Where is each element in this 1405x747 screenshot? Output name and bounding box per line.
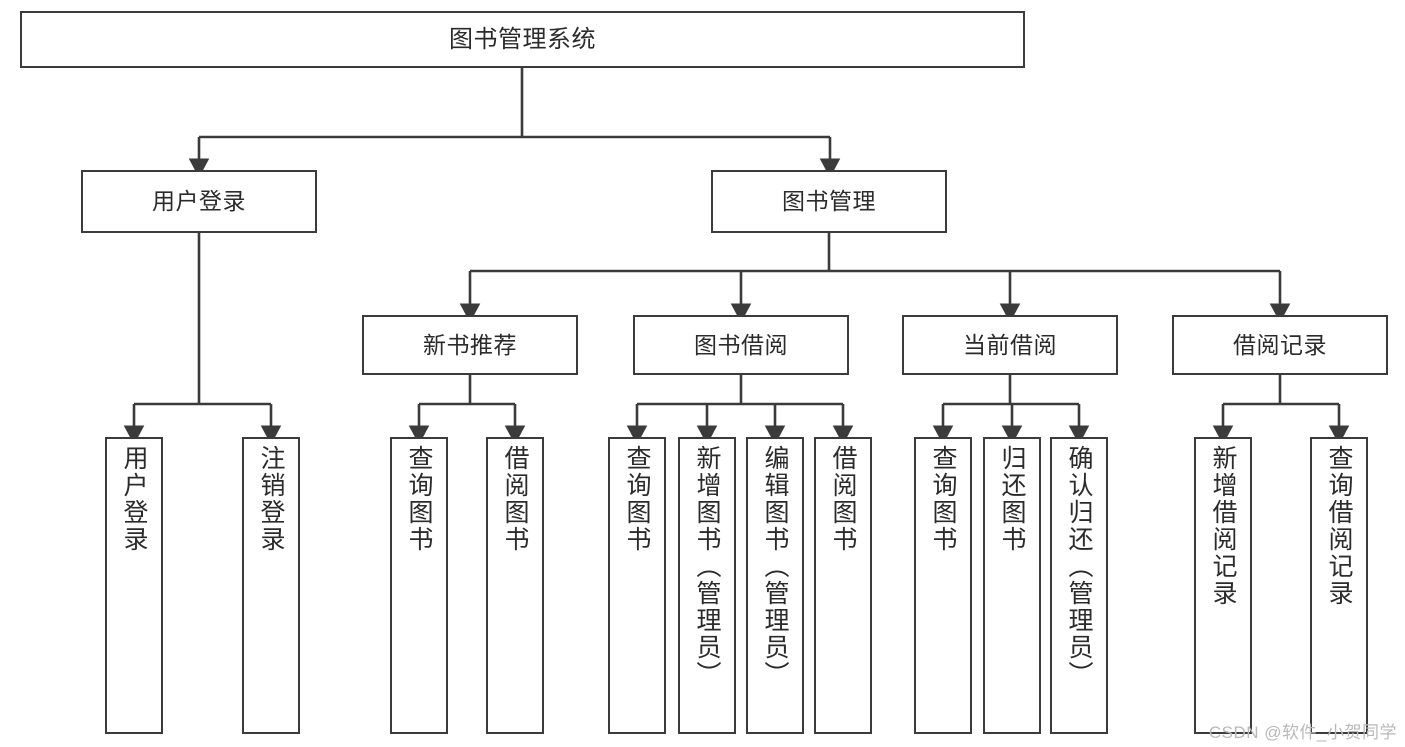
node-leaf-confirm-return[interactable]: 确认归还（管理员） bbox=[1050, 437, 1108, 734]
node-leaf-borrow-book-1[interactable]: 借阅图书 bbox=[486, 437, 544, 734]
node-leaf-query-book-2-label: 查询图书 bbox=[623, 445, 651, 553]
node-leaf-add-record[interactable]: 新增借阅记录 bbox=[1194, 437, 1252, 734]
node-leaf-logout[interactable]: 注销登录 bbox=[242, 437, 300, 734]
watermark: CSDN @软件_小贺同学 bbox=[1208, 723, 1397, 742]
node-leaf-borrow-book-1-label: 借阅图书 bbox=[501, 445, 529, 553]
node-root-label: 图书管理系统 bbox=[449, 25, 596, 53]
node-new-book-recommend-label: 新书推荐 bbox=[423, 331, 517, 358]
node-leaf-add-book-label: 新增图书（管理员） bbox=[693, 445, 721, 688]
node-leaf-edit-book[interactable]: 编辑图书（管理员） bbox=[746, 437, 804, 734]
node-new-book-recommend[interactable]: 新书推荐 bbox=[362, 315, 578, 375]
node-leaf-user-login[interactable]: 用户登录 bbox=[105, 437, 163, 734]
node-leaf-edit-book-label: 编辑图书（管理员） bbox=[761, 445, 789, 688]
node-book-borrow-label: 图书借阅 bbox=[694, 331, 788, 358]
node-current-borrow-label: 当前借阅 bbox=[963, 331, 1057, 358]
node-current-borrow[interactable]: 当前借阅 bbox=[902, 315, 1118, 375]
node-borrow-record[interactable]: 借阅记录 bbox=[1172, 315, 1388, 375]
node-book-management[interactable]: 图书管理 bbox=[711, 170, 947, 233]
node-leaf-add-book[interactable]: 新增图书（管理员） bbox=[678, 437, 736, 734]
node-leaf-query-book-1-label: 查询图书 bbox=[405, 445, 433, 553]
node-leaf-user-login-label: 用户登录 bbox=[120, 445, 148, 553]
node-leaf-query-book-3[interactable]: 查询图书 bbox=[914, 437, 972, 734]
node-user-login[interactable]: 用户登录 bbox=[81, 170, 317, 233]
node-book-management-label: 图书管理 bbox=[782, 188, 876, 215]
node-leaf-logout-label: 注销登录 bbox=[257, 445, 285, 553]
node-root[interactable]: 图书管理系统 bbox=[20, 11, 1025, 68]
node-leaf-confirm-return-label: 确认归还（管理员） bbox=[1065, 445, 1093, 688]
node-user-login-label: 用户登录 bbox=[152, 188, 246, 215]
node-book-borrow[interactable]: 图书借阅 bbox=[633, 315, 849, 375]
node-leaf-query-book-2[interactable]: 查询图书 bbox=[608, 437, 666, 734]
node-leaf-query-book-1[interactable]: 查询图书 bbox=[390, 437, 448, 734]
node-borrow-record-label: 借阅记录 bbox=[1233, 331, 1327, 358]
node-leaf-query-book-3-label: 查询图书 bbox=[929, 445, 957, 553]
node-leaf-borrow-book-2[interactable]: 借阅图书 bbox=[814, 437, 872, 734]
node-leaf-query-record-label: 查询借阅记录 bbox=[1325, 445, 1353, 607]
node-leaf-borrow-book-2-label: 借阅图书 bbox=[829, 445, 857, 553]
node-leaf-return-book-label: 归还图书 bbox=[998, 445, 1026, 553]
node-leaf-add-record-label: 新增借阅记录 bbox=[1209, 445, 1237, 607]
node-leaf-return-book[interactable]: 归还图书 bbox=[983, 437, 1041, 734]
node-leaf-query-record[interactable]: 查询借阅记录 bbox=[1310, 437, 1368, 734]
